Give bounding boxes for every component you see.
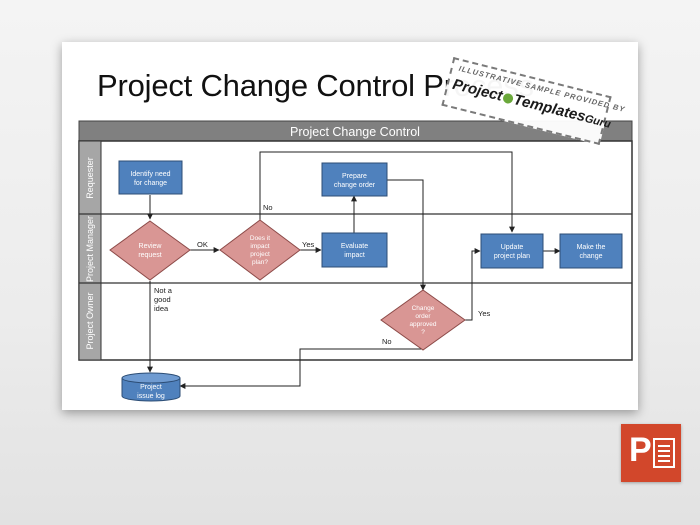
powerpoint-letter: P: [629, 431, 652, 469]
diagram-header-text: Project Change Control: [290, 125, 420, 139]
decision-change-order-approved: Change order approved ?: [380, 289, 466, 351]
svg-text:Does it: Does it: [250, 235, 270, 242]
svg-text:plan?: plan?: [252, 259, 268, 266]
process-update-project-plan: Update project plan: [480, 233, 544, 269]
svg-text:issue log: issue log: [137, 393, 165, 400]
process-identify-need: Identify need for change: [118, 160, 183, 195]
lane-label-column: [78, 140, 102, 361]
connector: [259, 151, 515, 233]
edge-label-not-good: Not a: [154, 286, 173, 295]
svg-text:?: ?: [421, 329, 425, 336]
lane-label-project-owner: Project Owner: [85, 292, 95, 349]
svg-text:Make the: Make the: [577, 244, 606, 251]
edge-label-yes-right: Yes: [478, 309, 490, 318]
lane-label-requester: Requester: [85, 157, 95, 199]
document-icon: [653, 438, 675, 468]
edge-label-no-bottom: No: [382, 337, 392, 346]
svg-text:Evaluate: Evaluate: [341, 243, 368, 250]
svg-text:order: order: [415, 313, 431, 320]
svg-text:impact: impact: [344, 252, 365, 259]
svg-text:impact: impact: [250, 243, 269, 250]
edge-label-yes-mid: Yes: [302, 240, 314, 249]
svg-text:project plan: project plan: [494, 253, 530, 260]
edge-label-no-top: No: [263, 203, 273, 212]
connector: [179, 348, 424, 389]
process-evaluate-impact: Evaluate impact: [321, 232, 388, 268]
svg-text:Review: Review: [139, 243, 163, 250]
svg-text:Change: Change: [412, 305, 435, 312]
svg-text:project: project: [250, 251, 270, 258]
edge-label-ok: OK: [197, 240, 208, 249]
lane-label-project-manager: Project Manager: [85, 216, 95, 282]
decision-does-it-impact: Does it impact project plan?: [219, 219, 301, 281]
svg-text:Project: Project: [140, 384, 162, 391]
svg-text:request: request: [138, 252, 161, 259]
svg-text:Update: Update: [501, 244, 524, 251]
powerpoint-icon: P: [621, 424, 681, 482]
edge-label-not-good: good: [154, 295, 171, 304]
database-project-issue-log: Project issue log: [121, 372, 181, 402]
svg-text:change: change: [580, 253, 603, 260]
svg-text:change order: change order: [334, 182, 376, 189]
process-prepare-change-order: Prepare change order: [321, 162, 388, 197]
edge-label-not-good: idea: [154, 304, 169, 313]
connector: [465, 248, 481, 321]
svg-text:approved: approved: [409, 321, 436, 328]
decision-review-request: Review request: [109, 220, 191, 281]
svg-text:Identify need: Identify need: [130, 171, 170, 178]
connector: [387, 179, 426, 291]
process-make-the-change: Make the change: [559, 233, 623, 269]
svg-text:for change: for change: [134, 180, 167, 187]
svg-text:Prepare: Prepare: [342, 173, 367, 180]
